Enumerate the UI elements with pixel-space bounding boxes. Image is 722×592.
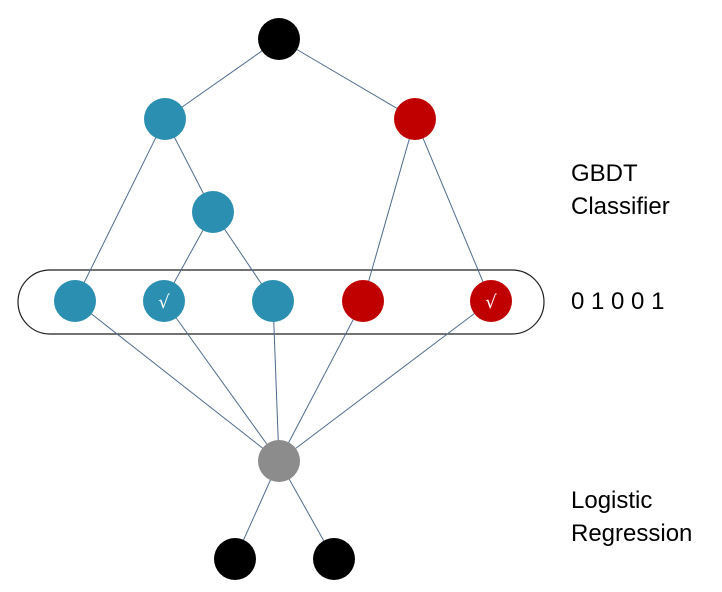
edge-leaf3-to-lr — [272, 300, 280, 462]
logistic-regression-node — [258, 440, 300, 482]
gbdt-title-line1: GBDT — [571, 160, 638, 187]
edge-leaf1-to-lr — [74, 300, 280, 462]
tree1-root-node — [144, 98, 186, 140]
leaf-node-4 — [342, 280, 384, 322]
edge-leaf5-to-lr — [278, 300, 492, 462]
leaf-node-1 — [54, 280, 96, 322]
leaf-node-3 — [252, 280, 294, 322]
leaf-node-2 — [143, 280, 185, 322]
edge-root-to-tree1 — [164, 38, 280, 120]
edge-root-to-tree2 — [278, 38, 416, 120]
output-node-right — [313, 538, 355, 580]
edge-tree1-to-leaf1 — [74, 118, 166, 302]
tree2-root-node — [394, 98, 436, 140]
leaf-2-check-mark: √ — [158, 292, 170, 313]
leaf-node-5 — [470, 280, 512, 322]
edge-leaf4-to-lr — [278, 300, 364, 462]
root-node — [258, 18, 300, 60]
logistic-title-line2: Regression — [571, 520, 693, 547]
edge-tree2-to-leaf4 — [362, 118, 416, 302]
logistic-title-line1: Logistic — [571, 487, 653, 514]
output-node-left — [214, 538, 256, 580]
leaf-encoding-label: 0 1 0 0 1 — [571, 288, 665, 315]
leaf-5-check-mark: √ — [485, 292, 497, 313]
tree1-internal-node — [192, 191, 234, 233]
edge-tree2-to-leaf5 — [414, 118, 492, 302]
edge-leaf2-to-lr — [163, 300, 280, 462]
gbdt-title-line2: Classifier — [571, 193, 670, 220]
